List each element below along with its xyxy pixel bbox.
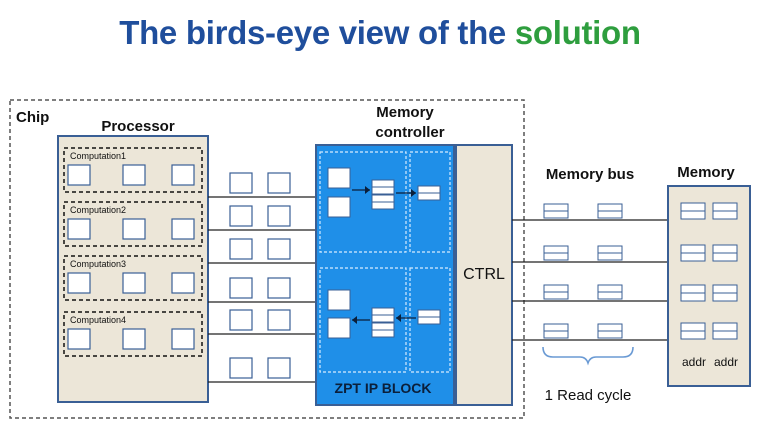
computation-cell bbox=[122, 164, 146, 186]
zpt-sub-bottom bbox=[319, 267, 407, 373]
computation-label: Computation4 bbox=[70, 315, 126, 325]
computation-cell bbox=[171, 328, 195, 350]
title-main: The birds-eye view of the bbox=[119, 14, 506, 51]
link-buffer-cell bbox=[229, 172, 253, 194]
zpt-arrow-back-head bbox=[396, 314, 401, 322]
link-buffer-cell bbox=[267, 277, 291, 299]
zpt-arrow-back-head bbox=[352, 316, 357, 324]
memory-addr-label-2: addr bbox=[714, 355, 738, 369]
zpt-input-cell bbox=[327, 196, 351, 218]
computation-cell bbox=[122, 328, 146, 350]
computation-cell bbox=[67, 164, 91, 186]
read-cycle-brace bbox=[542, 346, 634, 366]
zpt-block-label: ZPT IP BLOCK bbox=[335, 380, 432, 396]
title-accent: solution bbox=[514, 14, 641, 51]
processor-label: Processor bbox=[101, 118, 175, 135]
link-buffer-cell bbox=[229, 309, 253, 331]
link-buffer-cell bbox=[267, 357, 291, 379]
zpt-input-cell bbox=[327, 167, 351, 189]
link-buffer-cell bbox=[229, 277, 253, 299]
zpt-arrow-out-head bbox=[411, 189, 416, 197]
link-buffer-cell bbox=[229, 238, 253, 260]
computation-label: Computation2 bbox=[70, 205, 126, 215]
zpt-input-cell bbox=[327, 317, 351, 339]
read-cycle-label: 1 Read cycle bbox=[545, 387, 632, 404]
zpt-internals bbox=[327, 167, 441, 339]
zpt-input-cell bbox=[327, 289, 351, 311]
computation-cell bbox=[171, 164, 195, 186]
computation-cell bbox=[67, 328, 91, 350]
memory-controller-label-line1: Memory bbox=[376, 104, 434, 121]
computation-cell bbox=[67, 272, 91, 294]
link-buffer-cell bbox=[267, 172, 291, 194]
computation-cell bbox=[67, 218, 91, 240]
chip-boundary bbox=[9, 99, 525, 419]
link-buffer-cell bbox=[267, 205, 291, 227]
zpt-sub-bottom-right bbox=[409, 267, 451, 373]
link-buffer-cell bbox=[229, 357, 253, 379]
memory-controller-label-line2: controller bbox=[375, 124, 444, 141]
link-buffer-cell bbox=[267, 309, 291, 331]
computation-cell bbox=[122, 272, 146, 294]
zpt-arrow-in-head bbox=[365, 186, 370, 194]
computation-label: Computation3 bbox=[70, 259, 126, 269]
ctrl-box bbox=[455, 144, 513, 406]
computation-groups: Computation1Computation2Computation3Comp… bbox=[63, 147, 203, 357]
link-buffer-cell bbox=[267, 238, 291, 260]
memory-addr-label-1: addr bbox=[682, 355, 706, 369]
memory-cells bbox=[680, 202, 738, 340]
computation-label: Computation1 bbox=[70, 151, 126, 161]
computation-cell bbox=[171, 272, 195, 294]
memory-bus-label: Memory bus bbox=[546, 166, 634, 183]
computation-cell bbox=[122, 218, 146, 240]
slide-title: The birds-eye view of the solution bbox=[0, 14, 760, 52]
zpt-sub-top-right bbox=[409, 151, 451, 253]
memory-bus-lines bbox=[512, 203, 668, 341]
chip-label: Chip bbox=[16, 109, 49, 126]
computation-cell bbox=[171, 218, 195, 240]
proc-links bbox=[208, 172, 316, 383]
zpt-sub-top bbox=[319, 151, 407, 253]
memory-label: Memory bbox=[677, 164, 735, 181]
link-buffer-cell bbox=[229, 205, 253, 227]
ctrl-label: CTRL bbox=[463, 266, 505, 283]
